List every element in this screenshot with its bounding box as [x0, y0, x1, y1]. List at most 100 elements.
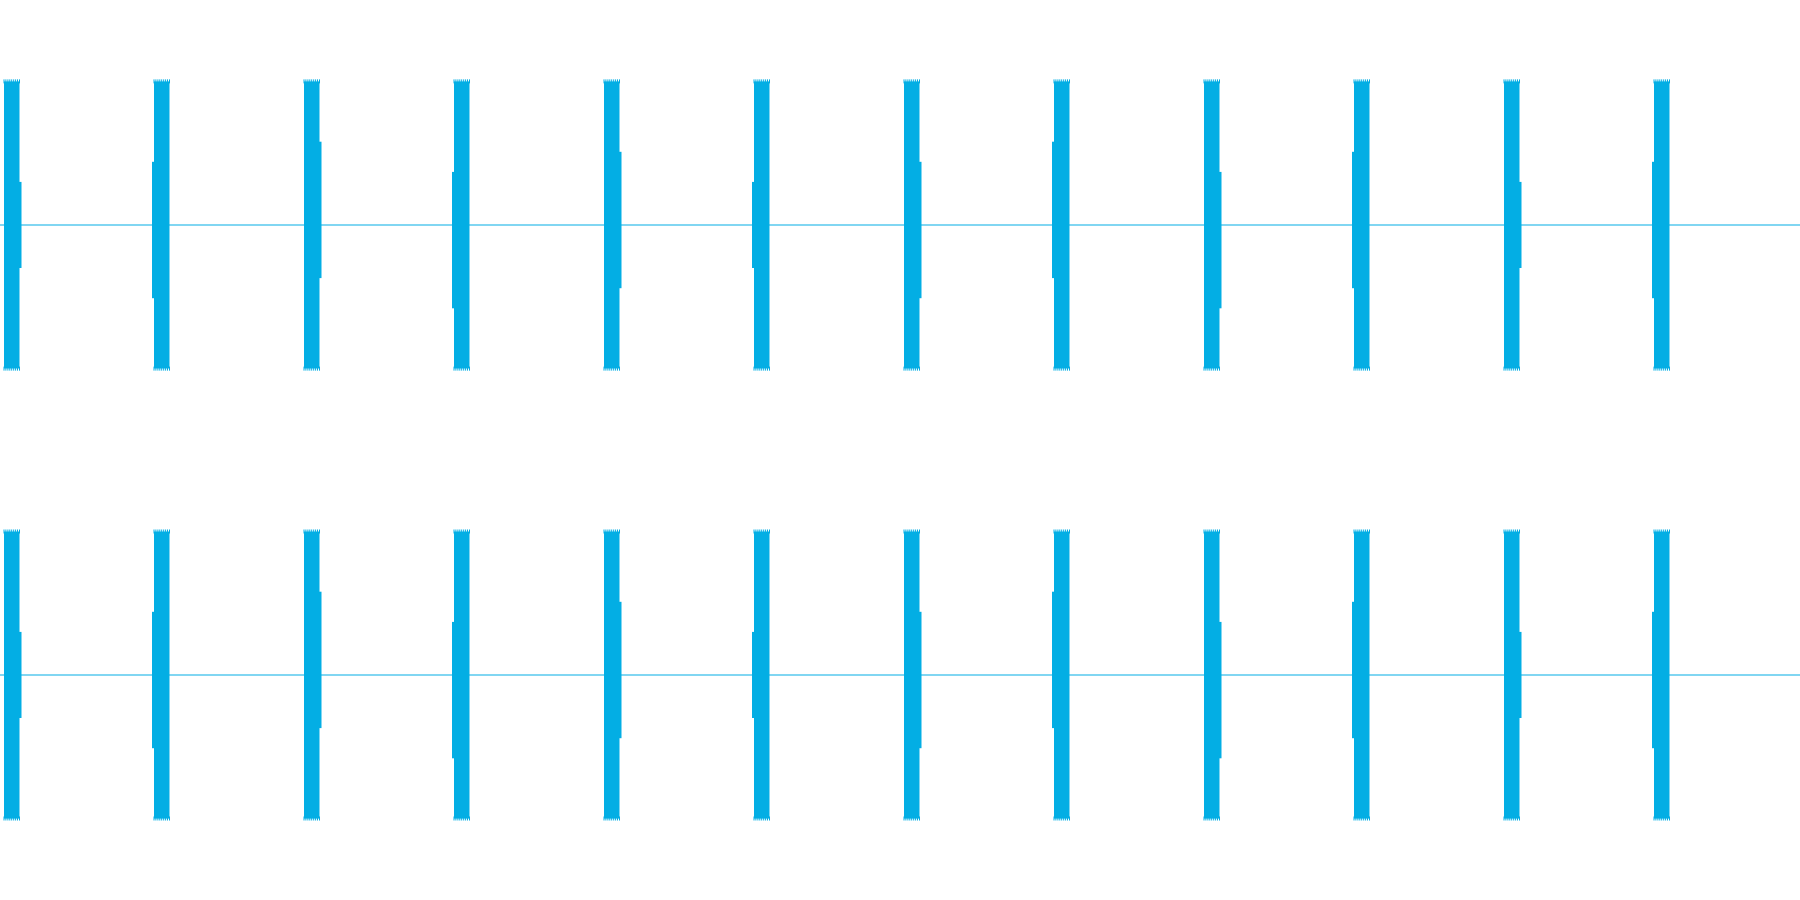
burst-body: [4, 531, 20, 819]
burst-peaks: [1203, 529, 1220, 821]
burst-envelope: [318, 141, 322, 279]
waveform-burst: [452, 79, 470, 371]
burst-envelope: [18, 631, 22, 718]
waveform-burst: [603, 529, 622, 821]
burst-peaks: [1053, 79, 1070, 371]
burst-body: [454, 81, 470, 369]
burst-peaks: [1653, 529, 1670, 821]
waveform-burst: [152, 79, 170, 371]
burst-envelope: [618, 151, 622, 289]
burst-body: [154, 531, 170, 819]
burst-envelope: [1052, 141, 1055, 279]
burst-body: [1504, 531, 1520, 819]
burst-peaks: [1653, 79, 1670, 371]
burst-body: [604, 531, 620, 819]
burst-peaks: [1053, 529, 1070, 821]
channel-1: [0, 79, 1800, 371]
waveform-burst: [903, 79, 922, 371]
burst-body: [4, 81, 20, 369]
burst-peaks: [453, 79, 470, 371]
waveform-burst: [752, 79, 770, 371]
burst-envelope: [1518, 181, 1522, 268]
waveform-burst: [303, 79, 322, 371]
burst-peaks: [1503, 79, 1520, 371]
burst-peaks: [303, 79, 320, 371]
burst-envelope: [1218, 621, 1222, 759]
burst-body: [154, 81, 170, 369]
burst-peaks: [1503, 529, 1520, 821]
burst-body: [304, 531, 320, 819]
burst-envelope: [752, 631, 755, 718]
burst-peaks: [603, 529, 620, 821]
burst-peaks: [1203, 79, 1220, 371]
burst-body: [754, 531, 770, 819]
burst-peaks: [303, 529, 320, 821]
waveform-burst: [903, 529, 922, 821]
burst-body: [904, 531, 920, 819]
burst-body: [1654, 81, 1670, 369]
burst-envelope: [1352, 151, 1355, 289]
waveform-burst: [1352, 529, 1370, 821]
burst-body: [1354, 531, 1370, 819]
burst-envelope: [152, 611, 155, 749]
waveform-burst: [1503, 79, 1522, 371]
burst-envelope: [1518, 631, 1522, 718]
burst-body: [604, 81, 620, 369]
burst-body: [1204, 81, 1220, 369]
burst-envelope: [918, 611, 922, 749]
burst-body: [1354, 81, 1370, 369]
burst-envelope: [318, 591, 322, 729]
burst-envelope: [618, 601, 622, 739]
burst-envelope: [1652, 611, 1655, 749]
burst-peaks: [903, 529, 920, 821]
waveform-burst: [452, 529, 470, 821]
burst-envelope: [1218, 171, 1222, 309]
burst-peaks: [753, 529, 770, 821]
burst-peaks: [903, 79, 920, 371]
burst-body: [1054, 531, 1070, 819]
channels-layer: [0, 79, 1800, 821]
waveform-burst: [1652, 529, 1670, 821]
burst-envelope: [452, 171, 455, 309]
waveform-burst: [603, 79, 622, 371]
burst-peaks: [3, 529, 20, 821]
channel-2: [0, 529, 1800, 821]
waveform-burst: [152, 529, 170, 821]
waveform-burst: [752, 529, 770, 821]
waveform-burst: [303, 529, 322, 821]
burst-body: [454, 531, 470, 819]
burst-body: [904, 81, 920, 369]
burst-peaks: [603, 79, 620, 371]
waveform-burst: [1052, 529, 1070, 821]
waveform-burst: [1052, 79, 1070, 371]
burst-body: [754, 81, 770, 369]
burst-body: [1654, 531, 1670, 819]
burst-envelope: [752, 181, 755, 268]
waveform-burst: [3, 79, 22, 371]
burst-peaks: [1353, 79, 1370, 371]
burst-envelope: [1052, 591, 1055, 729]
burst-envelope: [452, 621, 455, 759]
burst-envelope: [18, 181, 22, 268]
burst-envelope: [918, 161, 922, 299]
waveform-burst: [1503, 529, 1522, 821]
burst-peaks: [1353, 529, 1370, 821]
burst-peaks: [153, 79, 170, 371]
burst-envelope: [152, 161, 155, 299]
waveform-burst: [1203, 79, 1222, 371]
burst-peaks: [3, 79, 20, 371]
burst-peaks: [153, 529, 170, 821]
burst-peaks: [753, 79, 770, 371]
waveform-burst: [3, 529, 22, 821]
burst-body: [1054, 81, 1070, 369]
waveform-burst: [1203, 529, 1222, 821]
waveform-burst: [1352, 79, 1370, 371]
waveform-burst: [1652, 79, 1670, 371]
burst-envelope: [1652, 161, 1655, 299]
burst-peaks: [453, 529, 470, 821]
burst-body: [304, 81, 320, 369]
burst-body: [1504, 81, 1520, 369]
